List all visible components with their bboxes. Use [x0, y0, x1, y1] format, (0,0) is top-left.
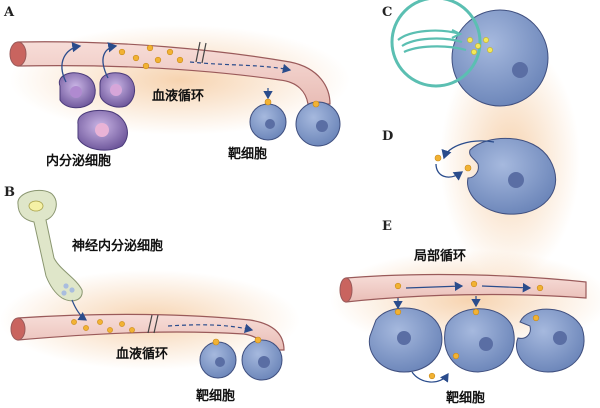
panel-d: D	[382, 129, 556, 215]
secretion-arrow-a1	[61, 41, 82, 83]
neuroendocrine-cell	[17, 189, 83, 302]
hormone-d2	[434, 154, 442, 162]
target-cells-e	[368, 307, 585, 373]
target-cells-a	[249, 98, 341, 147]
secretion-arrow-b	[71, 299, 87, 321]
flow-arrow-e1	[405, 281, 464, 292]
cell-boundary-c	[390, 0, 482, 88]
hormones-b	[71, 319, 135, 333]
hormone-d1	[464, 164, 472, 172]
flow-arrow-b	[167, 323, 254, 334]
panel-d-letter: D	[382, 129, 393, 144]
hormones-c	[467, 37, 493, 55]
endocrine-cell-label: 内分泌细胞	[46, 153, 111, 169]
neuroendocrine-cell-label: 神经内分泌细胞	[72, 238, 163, 254]
hormones-a	[118, 44, 184, 70]
hormones-e-cells	[394, 308, 540, 380]
paracrine-arrow-e	[411, 371, 449, 383]
nucleus-c	[512, 62, 528, 78]
target-cell-label-e: 靶细胞	[446, 390, 485, 406]
nucleus-d	[508, 172, 524, 188]
panel-b-letter: B	[4, 185, 15, 200]
local-vessel-e	[339, 273, 587, 303]
target-cell-label-b: 靶细胞	[196, 388, 235, 404]
panel-a-letter: A	[3, 5, 15, 20]
flow-arrow-e2	[481, 282, 532, 293]
circulation-label-b: 血液循环	[116, 346, 168, 362]
secretion-arrow-a2	[102, 42, 118, 79]
blood-vessel-a	[9, 41, 331, 105]
panel-c: C	[382, 0, 549, 107]
cell-c	[451, 9, 549, 107]
panel-e-letter: E	[382, 219, 392, 234]
target-cell-label-a: 靶细胞	[228, 146, 267, 162]
golgi-c	[397, 29, 467, 54]
target-cells-b	[199, 336, 283, 381]
panel-e: E 局部循环 靶细胞	[339, 219, 587, 406]
panel-b: B 神经内分泌细胞 血液循环	[4, 185, 285, 404]
circulation-label-e: 局部循环	[414, 248, 466, 264]
endocrine-cells-a	[58, 72, 135, 151]
panel-a: A 内分泌细胞 血液循环	[3, 5, 341, 169]
autocrine-arrow-in	[435, 163, 464, 181]
circulation-label-a: 血液循环	[152, 88, 204, 104]
panel-c-letter: C	[382, 5, 392, 20]
watermark: 知乎 @三十九	[470, 373, 540, 387]
hormones-e-vessel	[394, 280, 544, 292]
autocrine-arrow-out	[441, 140, 495, 160]
